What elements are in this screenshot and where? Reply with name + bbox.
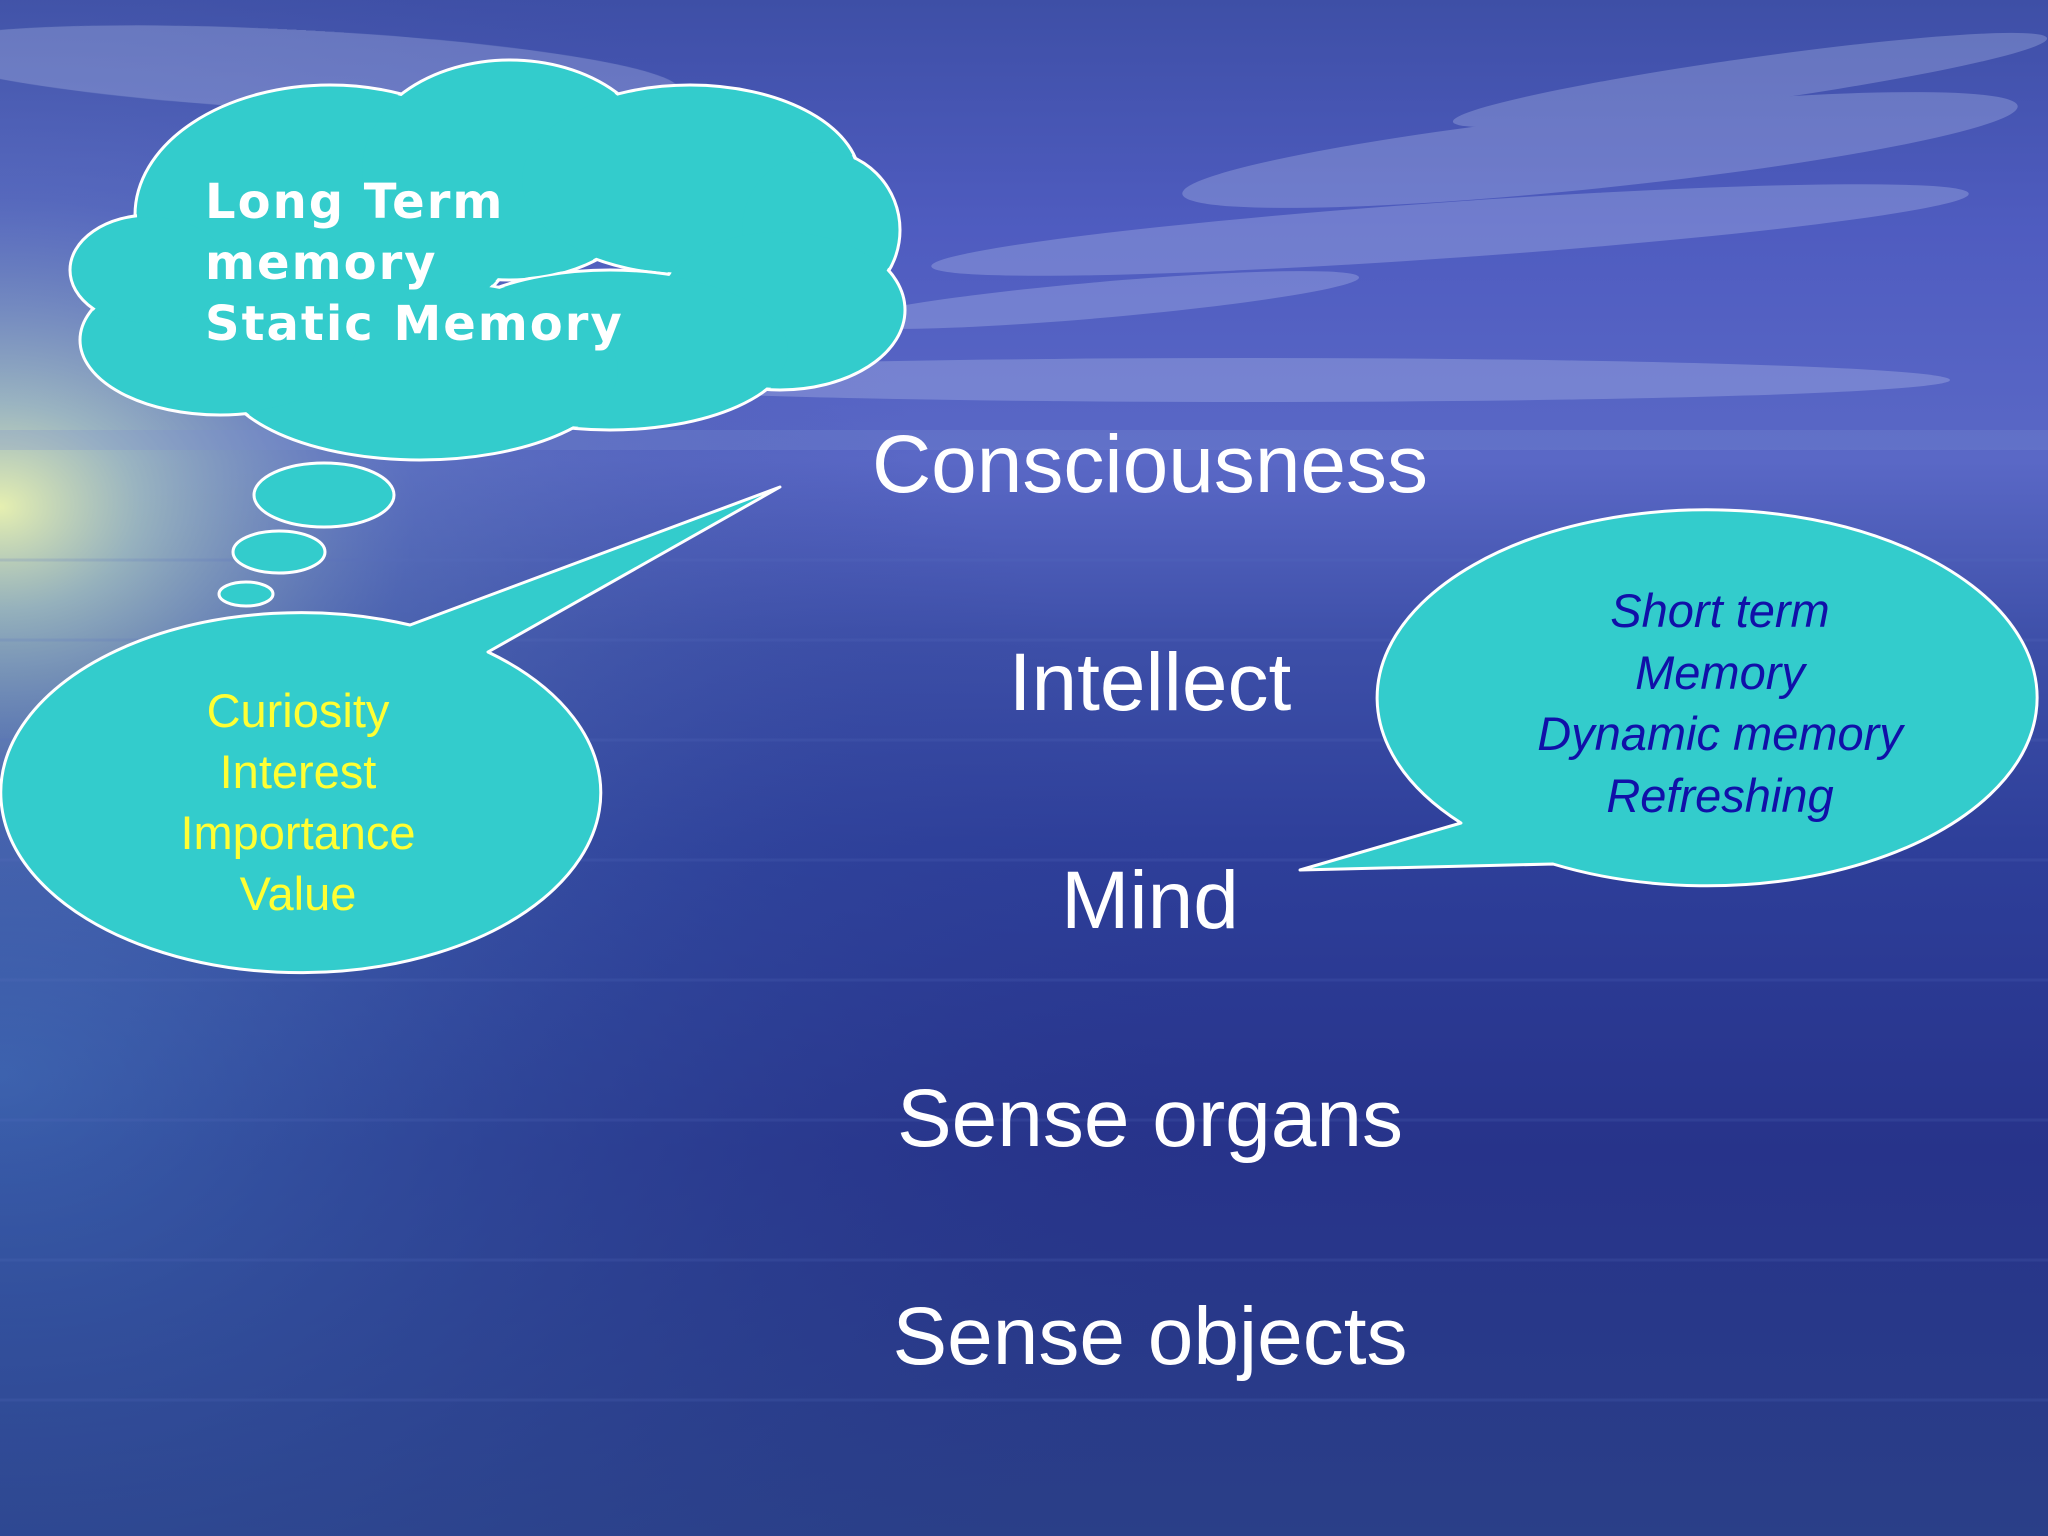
- thought-bubble-medium: [231, 529, 327, 575]
- left-bubble-text: Curiosity Interest Importance Value: [98, 680, 498, 924]
- stack-item-mind: Mind: [1061, 855, 1239, 946]
- left-bubble-line: Importance: [180, 806, 416, 859]
- stack-item-sense-objects: Sense objects: [892, 1291, 1408, 1382]
- right-bubble-line: Refreshing: [1606, 768, 1834, 822]
- right-bubble-text: Short term Memory Dynamic memory Refresh…: [1470, 580, 1970, 826]
- stack-item-consciousness: Consciousness: [871, 419, 1429, 510]
- right-bubble-line: Short term: [1610, 584, 1830, 637]
- thought-cloud-line: Static Memory: [205, 296, 624, 352]
- right-bubble-line: Dynamic memory: [1537, 707, 1903, 760]
- thought-cloud-text: Long Term memory Static Memory: [205, 172, 624, 355]
- stack-item-intellect: Intellect: [1008, 637, 1292, 728]
- left-bubble-line: Curiosity: [206, 684, 390, 737]
- thought-cloud-line: Long Term: [205, 174, 505, 230]
- stack-item-sense-organs: Sense organs: [896, 1073, 1403, 1164]
- thought-cloud-line: memory: [205, 235, 438, 291]
- right-bubble-line: Memory: [1635, 645, 1805, 699]
- left-bubble-line: Interest: [219, 745, 377, 798]
- left-bubble-line: Value: [239, 867, 357, 920]
- thought-bubble-large: [252, 461, 396, 529]
- thought-bubble-small: [217, 580, 275, 608]
